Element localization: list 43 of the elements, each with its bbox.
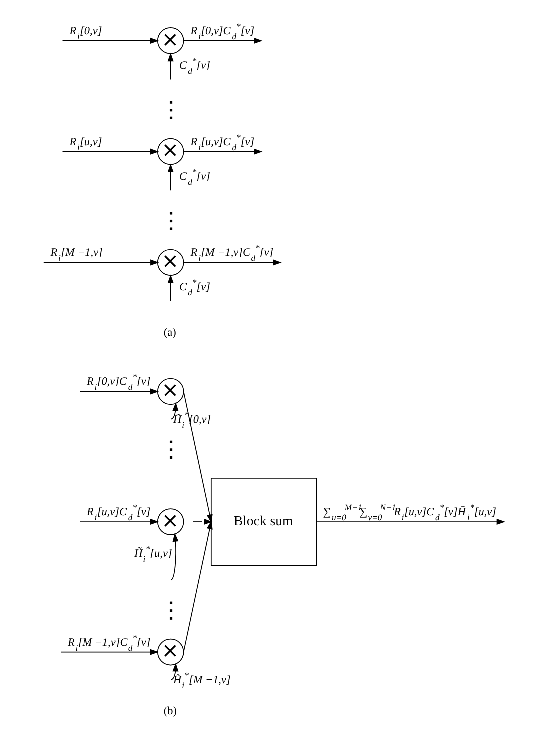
arrow [170, 663, 178, 680]
arrow [79, 518, 159, 526]
arrow [183, 148, 262, 155]
arrow [167, 274, 174, 302]
label: (b) [163, 705, 177, 718]
edge-label: R$_{i}$[M −1,v]C$_{d}$$^{*}$[v] [67, 632, 150, 653]
node-box: Block sum [210, 478, 317, 566]
arrow [182, 520, 212, 653]
arrow [183, 260, 282, 266]
edge-label: R$_{i}$[0,v] [69, 25, 102, 42]
arrow [192, 518, 212, 526]
arrow [60, 649, 158, 656]
edge-label: R$_{i}$[0,v]C$_{d}$$^{*}$[v] [190, 21, 254, 42]
arrow [183, 38, 262, 44]
node-circle: × [156, 28, 184, 54]
node-circle: × [156, 249, 184, 276]
arrow [170, 533, 178, 581]
arrow [42, 260, 159, 266]
edge-label: R$_{i}$[M −1,v] [50, 247, 102, 264]
edge-label: C$_{d}$$^{*}$[v] [178, 278, 210, 298]
edge-label: C$_{d}$$^{*}$[v] [178, 56, 210, 76]
edge-label: ∑$_{u=0}$$^{M−1}$∑$_{v=0}$$^{N−1}$R$_{i}$[u,v]C$_{d}$$^{*}$[v]H̃$_{i}$$^{*}$[u,v] [322, 502, 496, 522]
arrow [170, 402, 178, 420]
node-circle: × [156, 138, 184, 166]
edge-label: R$_{i}$[M −1,v]C$_{d}$$^{*}$[v] [190, 243, 274, 264]
label: (a) [163, 326, 176, 339]
arrow [182, 391, 212, 524]
node-circle: × [156, 378, 184, 406]
edge-label: R$_{i}$[u,v]C$_{d}$$^{*}$[v] [86, 502, 150, 522]
node-circle: × [156, 508, 184, 536]
edge-label: R$_{i}$[u,v]C$_{d}$$^{*}$[v] [190, 132, 254, 152]
arrow [316, 518, 505, 526]
arrow [167, 164, 174, 192]
edge-label: C$_{d}$$^{*}$[v] [178, 166, 210, 187]
arrow [79, 388, 159, 395]
edge-label: H̃$_{i}$$^{*}$[u,v] [134, 544, 172, 564]
edge-label: R$_{i}$[0,v]C$_{d}$$^{*}$[v] [86, 372, 150, 392]
arrow [62, 148, 159, 155]
edge-label: R$_{i}$[u,v] [69, 136, 102, 152]
arrow [62, 38, 159, 44]
node-circle: × [156, 638, 184, 666]
arrow [167, 52, 174, 80]
edge-label: H̃$_{i}$$^{*}$[M −1,v] [172, 670, 230, 691]
